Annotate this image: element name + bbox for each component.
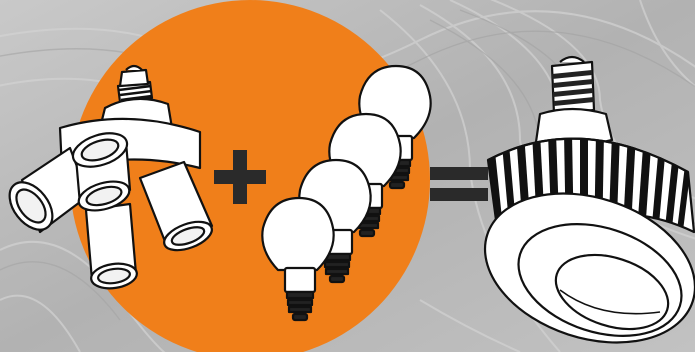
illustration-canvas [0, 0, 695, 352]
illustration-svg [0, 0, 695, 352]
